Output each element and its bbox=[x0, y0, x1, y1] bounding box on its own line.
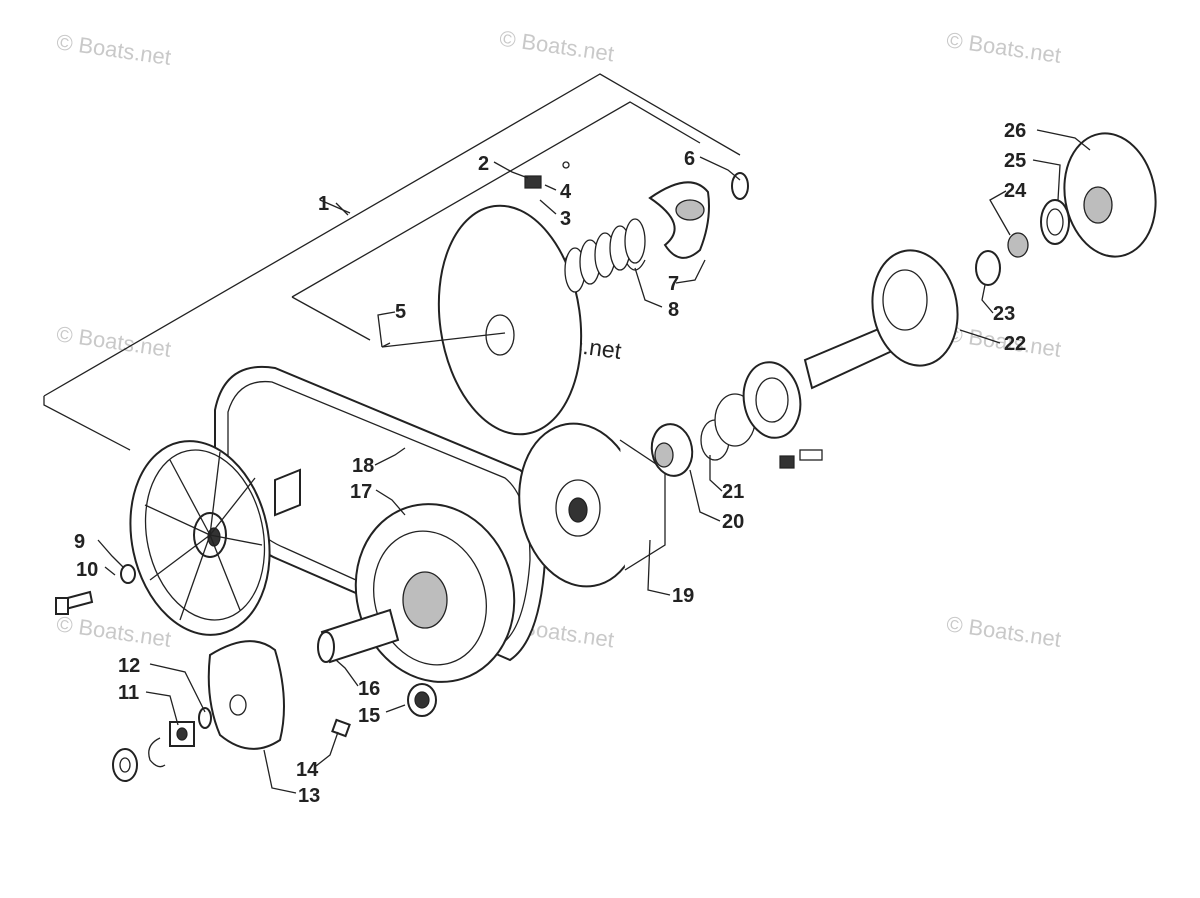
bolt-nut bbox=[779, 449, 823, 469]
callout-4: 4 bbox=[560, 181, 572, 203]
roller-assembly bbox=[524, 161, 570, 189]
retaining-clip bbox=[331, 718, 351, 738]
nut bbox=[169, 721, 195, 747]
watermark-low-right: © Boats.net bbox=[945, 611, 1063, 652]
bushing bbox=[1007, 232, 1029, 258]
leader-lines bbox=[97, 129, 1091, 794]
callout-labels: 1 2 3 4 5 6 7 8 9 10 11 12 13 14 15 16 1… bbox=[74, 120, 1027, 807]
primary-sheave bbox=[518, 422, 666, 588]
callout-5: 5 bbox=[395, 301, 406, 323]
callout-6: 6 bbox=[684, 148, 695, 170]
callout-13: 13 bbox=[298, 785, 320, 807]
callout-15: 15 bbox=[358, 705, 380, 727]
callout-24: 24 bbox=[1004, 180, 1027, 202]
callout-21: 21 bbox=[722, 481, 744, 503]
main-bearing bbox=[742, 361, 802, 439]
assembly-bracket bbox=[43, 73, 741, 451]
output-shaft bbox=[803, 249, 959, 390]
fixed-sheave bbox=[129, 440, 301, 636]
callout-10: 10 bbox=[76, 559, 98, 581]
bearing-sleeve bbox=[650, 423, 694, 477]
roller bbox=[407, 683, 437, 717]
bolt bbox=[55, 590, 94, 615]
callout-8: 8 bbox=[668, 299, 679, 321]
snap-ring bbox=[731, 172, 749, 200]
cam bbox=[648, 181, 710, 259]
callout-12: 12 bbox=[118, 655, 140, 677]
watermark-top-right: © Boats.net bbox=[945, 27, 1063, 68]
watermark-low-left: © Boats.net bbox=[55, 611, 173, 652]
circlip bbox=[148, 737, 166, 768]
callout-26: 26 bbox=[1004, 120, 1026, 142]
callout-16: 16 bbox=[358, 678, 380, 700]
watermark-top-left: © Boats.net bbox=[55, 29, 173, 70]
callout-9: 9 bbox=[74, 531, 85, 553]
callout-14: 14 bbox=[296, 759, 319, 781]
callout-3: 3 bbox=[560, 208, 571, 230]
callout-1: 1 bbox=[318, 193, 329, 215]
callout-18: 18 bbox=[352, 455, 374, 477]
callout-19: 19 bbox=[672, 585, 694, 607]
watermark-top-center: © Boats.net bbox=[498, 26, 616, 67]
callout-23: 23 bbox=[993, 303, 1015, 325]
pin bbox=[381, 342, 391, 348]
callout-7: 7 bbox=[668, 273, 679, 295]
callout-11: 11 bbox=[118, 682, 139, 704]
driven-sheave-disc bbox=[381, 204, 583, 436]
washer-ring bbox=[975, 250, 1001, 286]
cover-plate bbox=[207, 640, 285, 750]
callout-17: 17 bbox=[350, 481, 372, 503]
spring bbox=[564, 218, 646, 293]
washer bbox=[120, 564, 136, 584]
clutch-drum bbox=[1063, 132, 1157, 258]
callout-2: 2 bbox=[478, 153, 489, 175]
callout-22: 22 bbox=[1004, 333, 1026, 355]
callout-25: 25 bbox=[1004, 150, 1026, 172]
drive-clutch bbox=[317, 503, 516, 683]
flat-washer bbox=[198, 707, 212, 729]
callout-20: 20 bbox=[722, 511, 744, 533]
needle-bearing bbox=[1040, 199, 1070, 245]
lock-nut bbox=[112, 748, 138, 782]
